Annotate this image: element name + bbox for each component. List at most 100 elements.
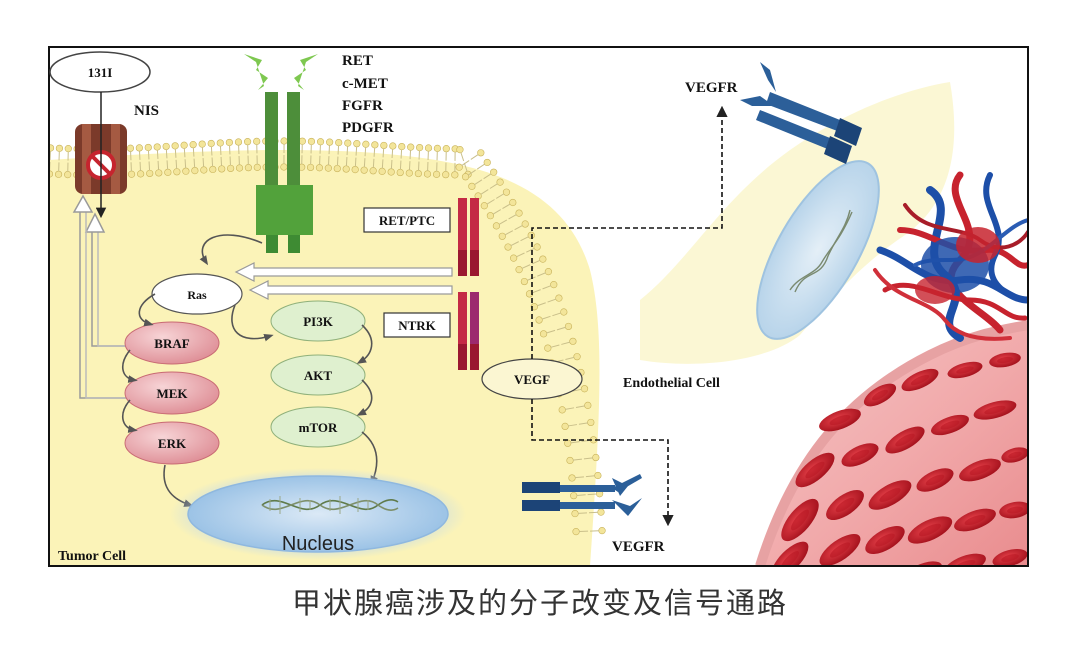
red-blood-cell (989, 352, 1021, 368)
iodine-131-bubble (49, 51, 151, 93)
phospholipid (568, 471, 602, 482)
receptor-label-pdgfr: PDGFR (342, 120, 394, 136)
phospholipid (333, 138, 343, 173)
ret-ptc-label-box (363, 207, 451, 233)
red-blood-cell (959, 458, 1001, 482)
red-blood-cell (819, 408, 861, 432)
phospholipid (126, 144, 136, 178)
ntrk-label-box (383, 312, 451, 338)
ras-label: Ras (187, 288, 207, 302)
vessel-knot (915, 276, 955, 304)
receptor-label-cmet: c-MET (342, 76, 388, 92)
vegfr-receptor-bottom (522, 474, 642, 516)
vegfr-bottom-label: VEGFR (612, 539, 665, 555)
blood-vessel (755, 320, 1028, 566)
nucleus-label: Nucleus (282, 533, 354, 555)
phospholipid (342, 139, 352, 173)
endothelial-cell-label: Endothelial Cell (623, 376, 720, 391)
akt-node (270, 354, 366, 396)
phospholipid (561, 418, 595, 430)
phospholipid (492, 209, 523, 230)
phospholipid (544, 337, 577, 352)
phospholipid (351, 140, 361, 174)
phospholipid (135, 144, 145, 178)
phospholipid (405, 143, 415, 177)
endothelial-nucleus (756, 160, 880, 340)
tumor-vasculature-icon (873, 171, 1028, 342)
phospholipid (144, 143, 154, 178)
phospholipid (189, 141, 199, 175)
red-blood-cell (819, 533, 861, 566)
red-blood-cell (931, 414, 969, 436)
red-blood-cell (771, 541, 809, 566)
red-blood-cell (901, 368, 939, 392)
phospholipid (572, 527, 606, 536)
fusion-to-ras-arrows (234, 262, 453, 300)
phospholipid (474, 178, 504, 200)
red-blood-cell (954, 508, 996, 532)
ret-ptc-fusion-protein (458, 198, 479, 276)
endothelial-dna-icon (789, 209, 853, 293)
braf-node (124, 321, 220, 365)
receptor-label-fgfr: FGFR (342, 98, 383, 114)
red-blood-cell (885, 426, 925, 454)
phospholipid (461, 158, 491, 181)
ret-ptc-label: RET/PTC (379, 213, 435, 228)
red-blood-cell (973, 400, 1017, 420)
cell-membrane (49, 137, 606, 536)
phospholipid (162, 142, 172, 176)
pi3k-label: PI3K (303, 314, 334, 329)
phospholipid (306, 137, 316, 172)
phospholipid (315, 138, 325, 172)
vegfr-receptor-top (740, 62, 862, 164)
nis-feedback-arrows (72, 194, 128, 399)
nucleus (187, 475, 449, 553)
phospholipid (510, 243, 541, 262)
phospholipid (369, 141, 379, 175)
red-blood-cell (795, 452, 835, 488)
vessel-knot (956, 227, 1000, 263)
phospholipid (442, 145, 450, 179)
red-blood-cell (992, 548, 1028, 566)
ntrk-label: NTRK (398, 318, 436, 333)
red-blood-cell (999, 501, 1028, 519)
red-blood-cell (1001, 447, 1028, 463)
phospholipid (253, 137, 261, 171)
phospholipid (180, 141, 190, 175)
pi3k-node (270, 300, 366, 342)
receptor-labels: RET c-MET FGFR PDGFR (342, 53, 394, 136)
phospholipid (243, 138, 253, 172)
phospholipid (423, 144, 433, 178)
figure-caption: 甲状腺癌涉及的分子改变及信号通路 (291, 586, 788, 620)
vessel-strand (873, 268, 1012, 341)
phospholipid (451, 145, 459, 179)
phospholipid (225, 138, 235, 173)
mek-label: MEK (156, 386, 188, 401)
phospholipid (558, 401, 592, 414)
red-blood-cell (841, 443, 879, 467)
akt-label: AKT (304, 368, 333, 383)
red-blood-cell (947, 361, 983, 379)
figure-frame (48, 46, 1029, 567)
vegf-paracrine-arrows (531, 105, 728, 527)
dna-icon (261, 496, 399, 514)
red-blood-cell (916, 468, 954, 492)
phospholipid (280, 137, 288, 171)
phospholipid (571, 508, 605, 518)
phospholipid (539, 322, 573, 338)
phospholipid (564, 436, 598, 447)
tumor-cell-label: Tumor Cell (58, 549, 126, 564)
vessel-strand (882, 282, 1028, 321)
phospholipid (54, 144, 64, 178)
red-blood-cell (826, 489, 864, 521)
iodine-131-label: 131I (88, 65, 113, 80)
phospholipid (566, 453, 600, 465)
phospholipid (324, 138, 334, 172)
erk-label: ERK (158, 436, 187, 451)
phospholipid (198, 140, 208, 174)
phospholipid (298, 137, 306, 171)
phospholipid (414, 143, 424, 178)
phospholipid (207, 139, 217, 174)
phospholipid (171, 142, 181, 176)
